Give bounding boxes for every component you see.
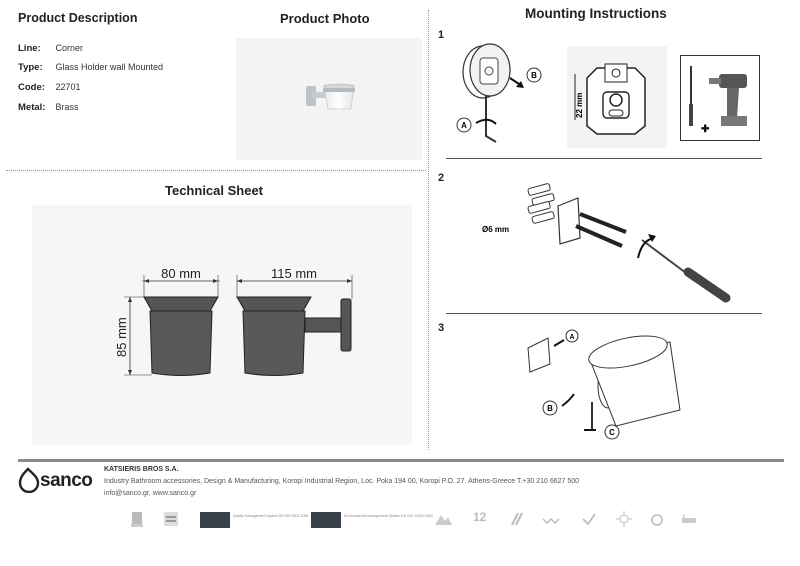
technical-panel: 80 mm 85 mm 115 mm — [32, 205, 412, 445]
step-divider — [446, 313, 762, 314]
hundred-percent-icon — [162, 510, 180, 528]
company-contact[interactable]: info@sanco.gr, www.sanco.gr — [104, 490, 197, 497]
spec-line-label: Line: — [18, 43, 41, 54]
step-1-plate-panel: 22 mm — [567, 46, 667, 148]
spec-type-value: Glass Holder wall Mounted — [55, 62, 164, 72]
dim-height-label: 85 mm — [114, 317, 129, 357]
spec-metal-label: Metal: — [18, 102, 46, 113]
tools-box: ✚ — [680, 55, 760, 141]
spec-code: Code: 22701 — [18, 82, 81, 93]
step-2-drawing: Ø6 mm — [482, 183, 731, 303]
step-1-number: 1 — [438, 29, 445, 41]
spec-line: Line: Corner — [18, 43, 83, 54]
section-divider-vertical — [428, 10, 429, 450]
step-1-base-drawing: B A — [456, 43, 542, 143]
iso-9001-text: Quality Management System EN ISO 9001:20… — [233, 514, 309, 518]
sun-icon — [615, 510, 633, 528]
mountain-icon — [434, 510, 452, 528]
footer-bar — [18, 459, 784, 462]
patent-icon — [128, 510, 146, 528]
callout-b: B — [531, 71, 537, 80]
company-address: Industry Bathroom accessories, Design & … — [104, 478, 580, 485]
spec-metal-value: Brass — [55, 102, 79, 112]
callout-b-step3: B — [547, 404, 553, 413]
spec-type: Type: Glass Holder wall Mounted — [18, 62, 163, 73]
product-description-title: Product Description — [18, 11, 138, 25]
dim-22-label: 22 mm — [575, 93, 584, 118]
bath-icon — [680, 510, 698, 528]
spec-line-value: Corner — [55, 43, 84, 53]
mounting-instructions-title: Mounting Instructions — [525, 6, 667, 21]
step-2-number: 2 — [438, 172, 445, 184]
mounting-plate-drawing: 22 mm — [574, 63, 646, 135]
dim-6-label: Ø6 mm — [482, 225, 509, 234]
spec-code-value: 22701 — [55, 82, 81, 92]
callout-c: C — [609, 428, 615, 437]
step-divider — [446, 158, 762, 159]
check-arrow-icon — [580, 510, 598, 528]
section-divider — [6, 170, 426, 171]
product-photo-panel — [236, 38, 422, 160]
iso-14001-badge — [311, 512, 341, 528]
iso-9001-badge — [200, 512, 230, 528]
slash-icon — [508, 510, 526, 528]
step-3-number: 3 — [438, 322, 445, 334]
warranty-12-icon: 12 — [473, 510, 487, 524]
glass-holder-photo — [306, 83, 355, 110]
product-photo-title: Product Photo — [280, 11, 370, 26]
wave-icon — [542, 510, 560, 528]
callout-a: A — [461, 121, 467, 130]
drill-screwdriver-icon: ✚ — [689, 66, 747, 135]
step-3-drawing: A B C — [527, 329, 681, 440]
brand-name: sanco — [40, 470, 93, 491]
spec-metal: Metal: Brass — [18, 102, 79, 113]
iso-14001-text: Environmental Management System EN ISO 1… — [344, 514, 433, 518]
dim-width-label: 80 mm — [161, 266, 201, 281]
technical-drawing: 80 mm 85 mm 115 mm — [114, 266, 353, 376]
technical-sheet-title: Technical Sheet — [165, 183, 264, 198]
svg-text:✚: ✚ — [701, 124, 710, 135]
sanco-logo-icon — [18, 467, 40, 493]
dim-depth-label: 115 mm — [271, 266, 317, 281]
spec-type-label: Type: — [18, 62, 43, 73]
spec-code-label: Code: — [18, 82, 45, 93]
company-name: KATSIERIS BROS S.A. — [104, 466, 179, 473]
circle-icon — [648, 510, 666, 528]
callout-a-step3: A — [569, 334, 574, 341]
